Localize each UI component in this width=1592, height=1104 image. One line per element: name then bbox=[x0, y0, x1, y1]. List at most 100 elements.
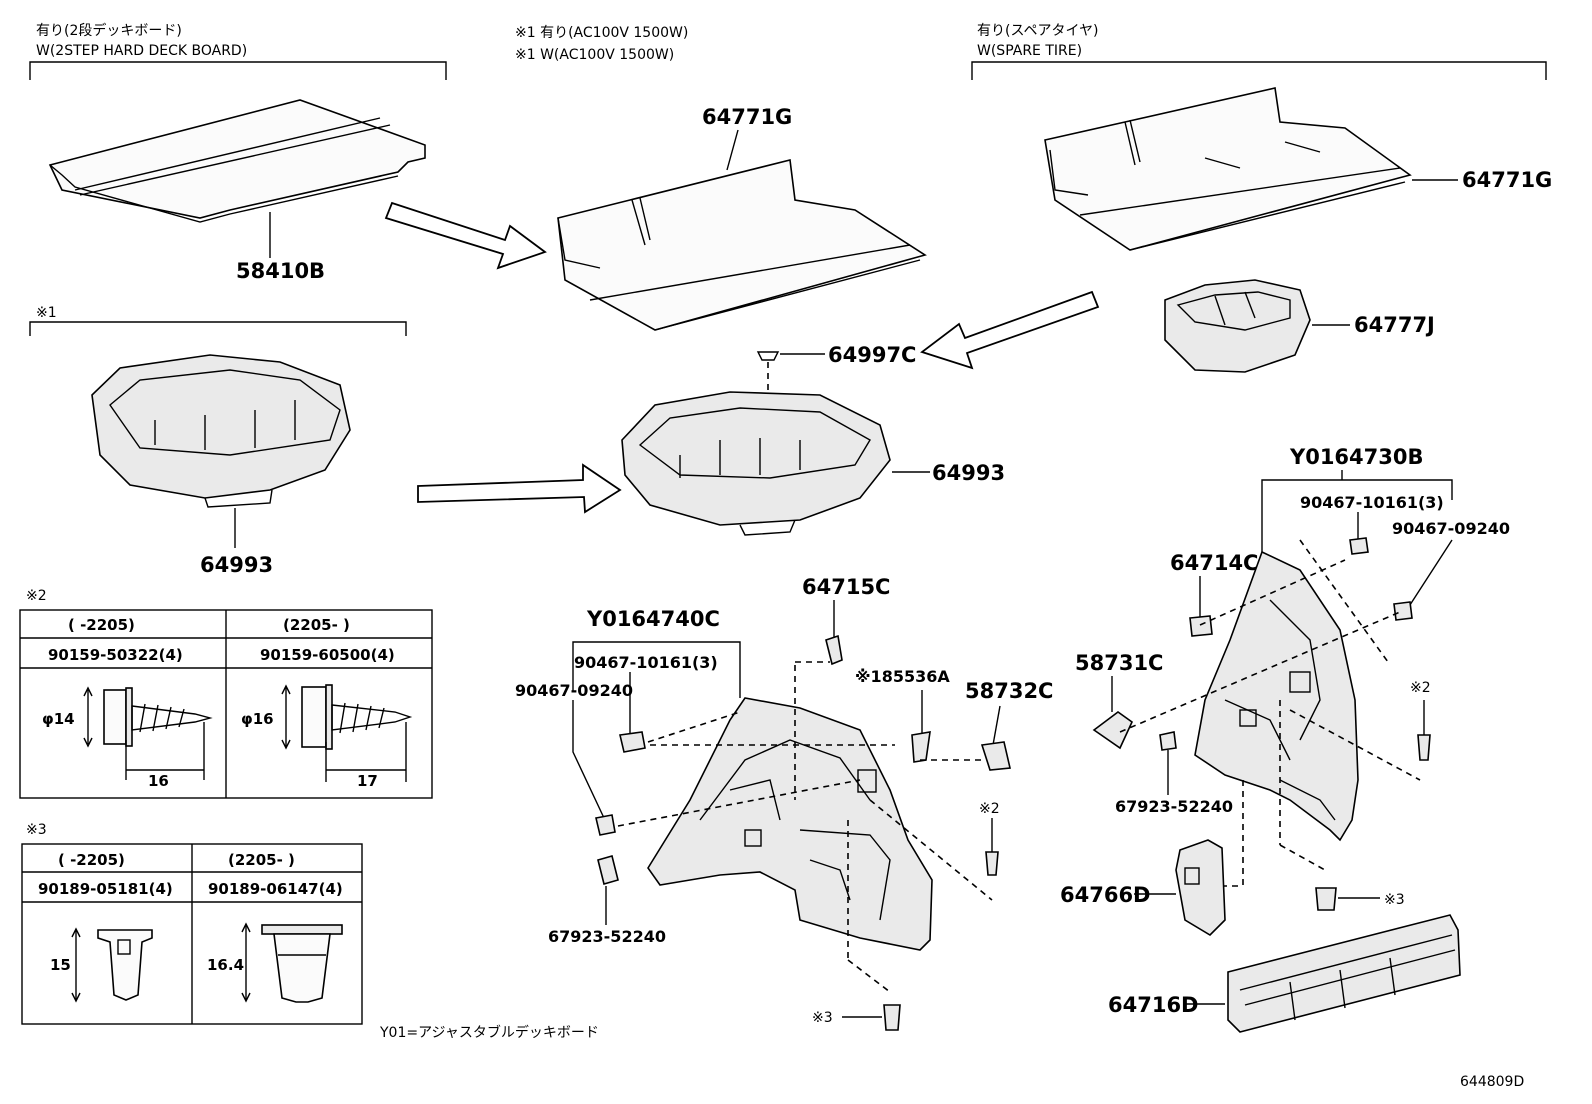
part-64771G-center: 64771G bbox=[702, 105, 792, 129]
part-64771G-right: 64771G bbox=[1462, 168, 1552, 192]
table2-col2-range: (2205- ) bbox=[283, 616, 350, 634]
part-64993-left: 64993 bbox=[200, 553, 273, 577]
table2-col2-len: 17 bbox=[357, 772, 378, 790]
dash-r6 bbox=[1279, 844, 1326, 871]
part-58410B: 58410B bbox=[236, 259, 325, 283]
part-64766D-drawing bbox=[1175, 839, 1226, 937]
table2-col2-dia: φ16 bbox=[241, 710, 274, 728]
clip-15-drawing bbox=[71, 927, 153, 1003]
arrow-left-to-center bbox=[417, 463, 622, 514]
deck-board-bracket bbox=[29, 61, 447, 80]
note1-bracket bbox=[29, 321, 407, 336]
dash-c9 bbox=[847, 959, 891, 993]
center-tray-64993-drawing bbox=[621, 391, 891, 536]
table2 bbox=[19, 609, 433, 799]
clip-90467-10161-right bbox=[1349, 537, 1369, 555]
leader-58732C bbox=[992, 705, 1001, 746]
table2-title: ※2 bbox=[26, 588, 47, 604]
part-64716D-drawing bbox=[1227, 914, 1461, 1033]
part-Y0164730B: Y0164730B bbox=[1289, 445, 1424, 469]
leader-90467-09240-right bbox=[1407, 539, 1453, 609]
dash-r3 bbox=[1299, 539, 1389, 663]
table3-col2-range: (2205- ) bbox=[228, 851, 295, 869]
clip-16-4-drawing bbox=[241, 922, 343, 1003]
screw-note2-center bbox=[985, 851, 999, 876]
bracket-Y0164730B bbox=[1261, 479, 1453, 552]
clip-note3-right bbox=[1315, 887, 1337, 911]
part-64716D: 64716D bbox=[1108, 993, 1199, 1017]
leader-90467-09240-center bbox=[572, 700, 605, 819]
clip-67923-52240-right bbox=[1159, 731, 1177, 751]
table3 bbox=[21, 843, 363, 1025]
dash-c7 bbox=[869, 799, 993, 901]
part-58731C: 58731C bbox=[1075, 651, 1163, 675]
part-67923-52240-center: 67923-52240 bbox=[548, 927, 666, 946]
clip-90467-09240-center bbox=[595, 814, 616, 836]
spare-tray-64777J-drawing bbox=[1164, 279, 1311, 373]
table2-col1-dia: φ14 bbox=[42, 710, 75, 728]
right-board-64771G-drawing bbox=[1044, 87, 1412, 251]
part-Y0164740C: Y0164740C bbox=[586, 607, 720, 631]
center-board-64771G-drawing bbox=[557, 159, 927, 331]
dash-r1 bbox=[1119, 611, 1401, 733]
part-58732C-drawing bbox=[980, 741, 1011, 771]
part-58732C: 58732C bbox=[965, 679, 1053, 703]
part-85536A: ※185536A bbox=[855, 667, 950, 686]
part-90467-10161-right: 90467-10161(3) bbox=[1300, 493, 1444, 512]
deck-board-header-en: W(2STEP HARD DECK BOARD) bbox=[36, 43, 247, 59]
arrow-to-center-tray bbox=[920, 290, 1100, 370]
dash-r2 bbox=[1199, 559, 1346, 626]
callout-note3-right: ※3 bbox=[1384, 892, 1405, 908]
callout-note2-right: ※2 bbox=[1410, 680, 1431, 696]
part-64777J: 64777J bbox=[1354, 313, 1435, 337]
ac-header-jp: ※1 有り(AC100V 1500W) bbox=[515, 25, 688, 41]
table3-col1-len: 15 bbox=[50, 956, 71, 974]
callout-note3-center: ※3 bbox=[812, 1010, 833, 1026]
footer-note: Y01=アジャスタブルデッキボード bbox=[379, 1024, 599, 1041]
deck-board-58410B-drawing bbox=[48, 99, 426, 223]
part-90467-10161-center: 90467-10161(3) bbox=[574, 653, 718, 672]
part-64766D: 64766D bbox=[1060, 883, 1151, 907]
clip-64715C bbox=[825, 634, 843, 666]
note1-label: ※1 bbox=[36, 305, 57, 321]
table2-col1-len: 16 bbox=[148, 772, 169, 790]
spare-bracket bbox=[971, 61, 1547, 80]
clip-67923-52240-center bbox=[597, 855, 619, 885]
table3-col2-part: 90189-06147(4) bbox=[208, 880, 343, 898]
part-64993-center: 64993 bbox=[932, 461, 1005, 485]
deck-board-header-jp: 有り(2段デッキボード) bbox=[36, 22, 182, 39]
clip-90467-09240-right bbox=[1393, 601, 1413, 621]
part-90467-09240-center: 90467-09240 bbox=[515, 681, 633, 700]
leader-64771G-center bbox=[726, 129, 739, 171]
bracket-Y0164740C bbox=[572, 641, 741, 698]
table3-col2-len: 16.4 bbox=[207, 956, 244, 974]
dash-c3 bbox=[617, 779, 861, 827]
part-64715C: 64715C bbox=[802, 575, 890, 599]
part-64714C-drawing bbox=[1189, 615, 1213, 637]
left-tray-64993-drawing bbox=[91, 354, 351, 508]
part-64997C: 64997C bbox=[828, 343, 916, 367]
screw-14-drawing bbox=[83, 686, 213, 780]
spare-header-jp: 有り(スペアタイヤ) bbox=[977, 23, 1099, 39]
part-90467-09240-right: 90467-09240 bbox=[1392, 519, 1510, 538]
callout-note2-center: ※2 bbox=[979, 801, 1000, 817]
dash-c1 bbox=[647, 711, 741, 743]
table3-col1-range: ( -2205) bbox=[58, 851, 125, 869]
table3-title: ※3 bbox=[26, 822, 47, 838]
clip-note3-center bbox=[883, 1004, 901, 1031]
part-67923-52240-right: 67923-52240 bbox=[1115, 797, 1233, 816]
arrow-to-center-board bbox=[384, 201, 547, 270]
dash-r4 bbox=[1289, 709, 1421, 781]
ac-header-en: ※1 W(AC100V 1500W) bbox=[515, 47, 674, 63]
part-58731C-drawing bbox=[1092, 711, 1134, 750]
spare-header-en: W(SPARE TIRE) bbox=[977, 43, 1082, 59]
diagram-code: 644809D bbox=[1460, 1074, 1524, 1090]
screw-note2-right bbox=[1417, 734, 1431, 761]
bolt-64997C bbox=[756, 351, 780, 361]
screw-16-drawing bbox=[281, 684, 413, 782]
part-85536A-drawing bbox=[911, 731, 931, 763]
quarter-trim-left-drawing bbox=[647, 697, 933, 951]
table2-col1-range: ( -2205) bbox=[68, 616, 135, 634]
